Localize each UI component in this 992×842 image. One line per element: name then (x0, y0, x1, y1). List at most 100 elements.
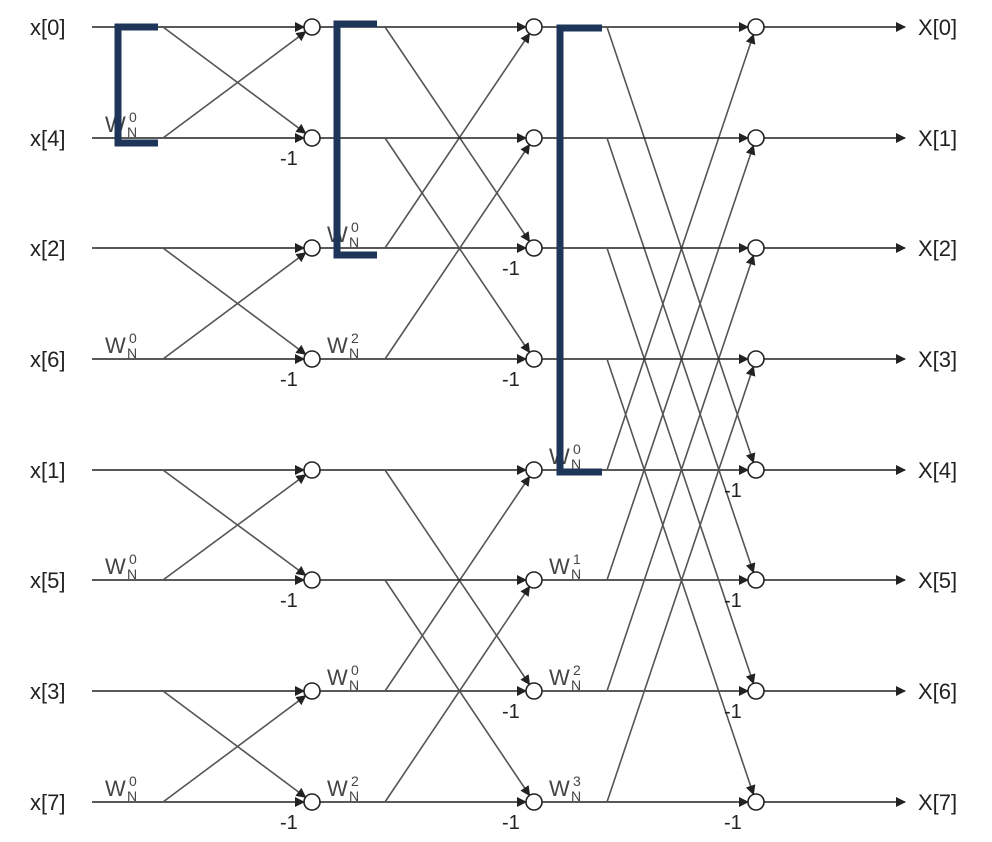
highlight-bracket (114, 23, 158, 147)
negation-label: -1 (502, 812, 520, 834)
twiddle-exponent: 0 (129, 773, 137, 789)
highlight-bracket (333, 20, 377, 259)
cross-branch (606, 358, 756, 796)
signal-lines (92, 22, 906, 807)
twiddle-exponent: 2 (573, 662, 581, 678)
twiddle-subscript: N (571, 566, 581, 582)
twiddle-subscript: N (571, 677, 581, 693)
twiddle-base: W (105, 333, 126, 358)
twiddle-base: W (327, 665, 348, 690)
cross-branch (162, 26, 307, 134)
negation-label: -1 (724, 701, 742, 723)
twiddle-subscript: N (349, 345, 359, 361)
cross-branch (162, 469, 307, 576)
twiddle-subscript: N (571, 456, 581, 472)
twiddle-exponent: 0 (573, 441, 581, 457)
output-label: X[7] (918, 790, 957, 815)
cross-branch (162, 690, 307, 798)
negation-label: -1 (280, 369, 298, 391)
adder-node (525, 682, 543, 700)
adder-node (525, 18, 543, 36)
output-label: X[3] (918, 347, 957, 372)
twiddle-exponent: 2 (351, 330, 359, 346)
twiddle-exponent: 1 (573, 551, 581, 567)
negation-label: -1 (502, 701, 520, 723)
output-label: X[0] (918, 15, 957, 40)
highlight-bracket (556, 24, 602, 476)
adder-node (525, 571, 543, 589)
adder-node (525, 129, 543, 147)
input-label: x[5] (30, 568, 65, 593)
adder-node (303, 461, 321, 479)
cross-branch (606, 365, 756, 803)
cross-branch (384, 143, 531, 360)
adder-node (303, 350, 321, 368)
adder-node (525, 793, 543, 811)
input-label: x[3] (30, 679, 65, 704)
adder-node (303, 793, 321, 811)
input-label: x[2] (30, 236, 65, 261)
twiddle-subscript: N (127, 788, 137, 804)
output-label: X[6] (918, 679, 957, 704)
negation-label: -1 (280, 148, 298, 170)
input-label: x[6] (30, 347, 65, 372)
cross-branch (384, 585, 531, 803)
negation-label: -1 (502, 258, 520, 280)
negation-label: -1 (724, 812, 742, 834)
adder-node (747, 350, 765, 368)
cross-branch (162, 474, 307, 581)
twiddle-base: W (327, 776, 348, 801)
adder-node (747, 461, 765, 479)
twiddle-base: W (549, 665, 570, 690)
cross-branch (162, 31, 307, 139)
adder-node (747, 682, 765, 700)
twiddle-exponent: 0 (129, 109, 137, 125)
twiddle-base: W (549, 554, 570, 579)
twiddle-exponent: 0 (351, 219, 359, 235)
adder-node (303, 129, 321, 147)
adder-node (747, 793, 765, 811)
cross-branch (384, 32, 531, 249)
twiddle-subscript: N (127, 566, 137, 582)
adder-node (747, 239, 765, 257)
negation-label: -1 (280, 812, 298, 834)
adder-node (525, 350, 543, 368)
cross-branch (384, 579, 531, 797)
twiddle-base: W (549, 776, 570, 801)
input-label: x[1] (30, 458, 65, 483)
adder-node (747, 571, 765, 589)
cross-branch (162, 247, 307, 355)
cross-branch (162, 695, 307, 803)
adder-node (303, 18, 321, 36)
cross-branch (606, 144, 756, 581)
cross-branch (606, 137, 756, 574)
adder-node (303, 682, 321, 700)
output-label: X[1] (918, 126, 957, 151)
highlight-brackets (114, 20, 602, 476)
negation-label: -1 (724, 480, 742, 502)
twiddle-subscript: N (127, 345, 137, 361)
adder-node (303, 571, 321, 589)
twiddle-subscript: N (349, 677, 359, 693)
twiddle-exponent: 3 (573, 773, 581, 789)
output-label: X[2] (918, 236, 957, 261)
twiddle-subscript: N (571, 788, 581, 804)
adder-node (525, 239, 543, 257)
cross-branch (606, 254, 756, 692)
twiddle-base: W (105, 776, 126, 801)
negation-label: -1 (502, 369, 520, 391)
twiddle-exponent: 0 (129, 330, 137, 346)
adder-node (747, 18, 765, 36)
cross-branch (606, 33, 756, 471)
cross-branch (384, 475, 531, 692)
negation-label: -1 (280, 590, 298, 612)
output-label: X[4] (918, 458, 957, 483)
